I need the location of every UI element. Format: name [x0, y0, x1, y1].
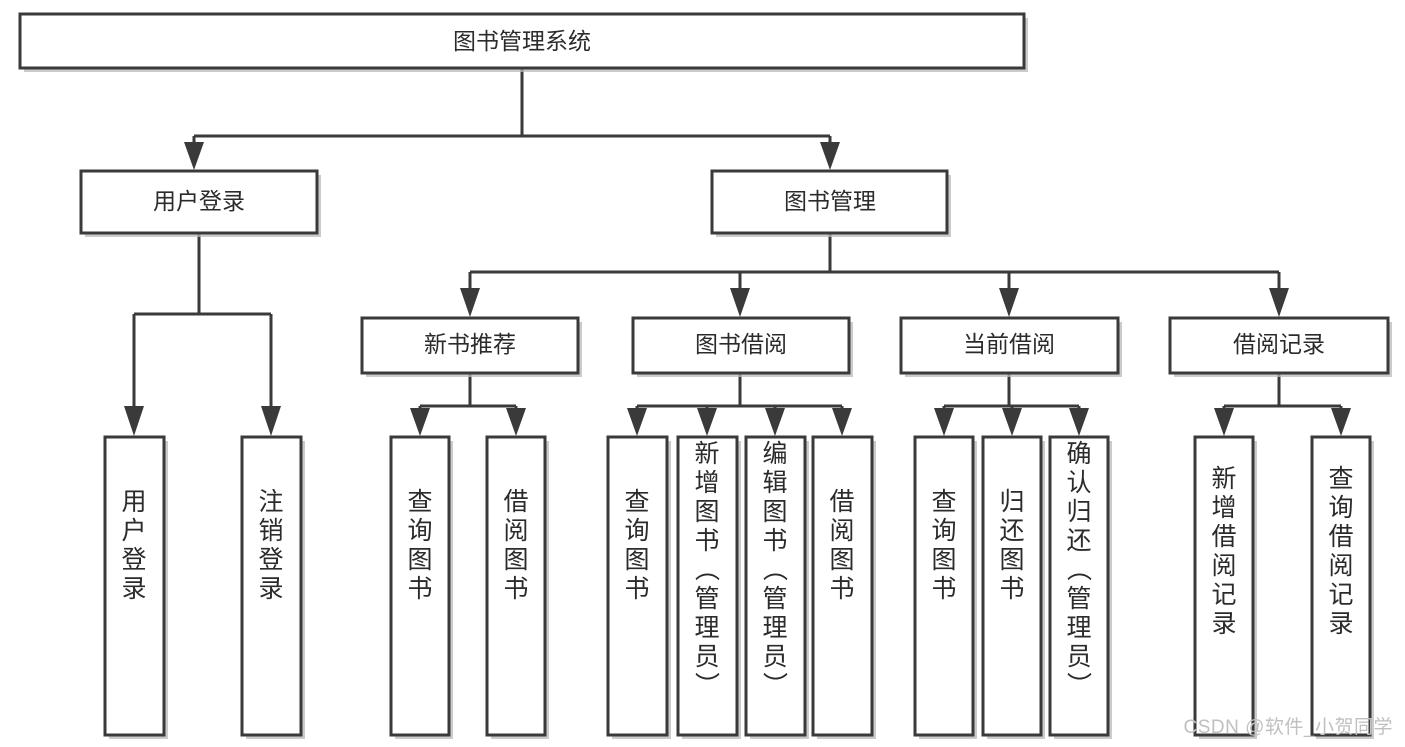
- node-leaf-logout[interactable]: 注销登录: [240, 435, 305, 739]
- node-user-login-label: 用户登录: [153, 188, 245, 214]
- node-leaf-add-record-rect[interactable]: [1193, 435, 1255, 737]
- node-book-management[interactable]: 图书管理: [710, 169, 951, 237]
- arrow-head-leaf-return-book: [1002, 408, 1022, 436]
- node-leaf-query-book-2[interactable]: 查询图书: [606, 435, 671, 739]
- node-current-borrow-label: 当前借阅: [963, 331, 1055, 357]
- node-new-book-recommend-rect[interactable]: [360, 316, 580, 375]
- connector-layer: [124, 68, 1351, 436]
- node-leaf-confirm-return-label: 确认归还（管理员）: [1066, 440, 1092, 700]
- node-leaf-query-book-3-label: 查询图书: [931, 488, 956, 603]
- node-book-management-rect[interactable]: [710, 169, 949, 235]
- node-leaf-query-book-1[interactable]: 查询图书: [389, 435, 453, 739]
- node-leaf-query-book-2-label: 查询图书: [624, 488, 649, 603]
- node-leaf-query-record-label: 查询借阅记录: [1328, 465, 1353, 638]
- node-leaf-query-record-rect[interactable]: [1310, 435, 1372, 737]
- node-leaf-borrow-book-2[interactable]: 借阅图书: [811, 435, 876, 739]
- arrow-head-book-management: [820, 142, 840, 170]
- arrow-head-current-borrow: [999, 288, 1019, 317]
- node-user-login-rect[interactable]: [79, 169, 319, 235]
- node-leaf-add-book-label: 新增图书（管理员）: [694, 440, 720, 700]
- node-leaf-confirm-return-rect[interactable]: [1048, 435, 1110, 737]
- node-leaf-return-book-label: 归还图书: [999, 488, 1024, 603]
- node-leaf-edit-book[interactable]: 编辑图书（管理员）: [744, 435, 809, 739]
- node-leaf-add-record[interactable]: 新增借阅记录: [1193, 435, 1257, 739]
- arrow-head-borrow-record: [1269, 288, 1289, 317]
- node-leaf-user-login[interactable]: 用户登录: [103, 435, 168, 739]
- node-leaf-user-login-rect[interactable]: [103, 435, 166, 737]
- node-leaf-query-book-2-rect[interactable]: [606, 435, 669, 737]
- node-leaf-confirm-return[interactable]: 确认归还（管理员）: [1048, 435, 1112, 739]
- node-leaf-return-book[interactable]: 归还图书: [981, 435, 1045, 739]
- arrow-head-user-login: [184, 142, 204, 170]
- arrow-head-leaf-add-record: [1214, 408, 1234, 436]
- arrow-head-leaf-query-book-2: [627, 408, 647, 436]
- node-leaf-logout-rect[interactable]: [240, 435, 303, 737]
- leaf-nodes-layer: 用户登录 注销登录 查询图书 借阅图书 查询图书: [103, 435, 1374, 739]
- node-borrow-record-rect[interactable]: [1168, 316, 1390, 375]
- arrow-head-leaf-query-book-1: [410, 408, 430, 436]
- arrow-head-book-borrow: [730, 288, 750, 317]
- node-borrow-record-label: 借阅记录: [1233, 331, 1325, 357]
- arrow-head-leaf-user-login: [124, 406, 144, 436]
- node-book-borrow-rect[interactable]: [631, 316, 851, 375]
- arrow-head-leaf-confirm-return: [1069, 408, 1089, 436]
- arrow-head-leaf-query-book-3: [934, 408, 954, 436]
- node-user-login[interactable]: 用户登录: [79, 169, 321, 237]
- arrow-head-leaf-add-book: [697, 408, 717, 436]
- node-leaf-add-book[interactable]: 新增图书（管理员）: [676, 435, 741, 739]
- node-leaf-query-record[interactable]: 查询借阅记录: [1310, 435, 1374, 739]
- node-current-borrow[interactable]: 当前借阅: [899, 316, 1122, 377]
- node-book-borrow[interactable]: 图书借阅: [631, 316, 853, 377]
- arrow-head-leaf-logout: [261, 406, 281, 436]
- node-leaf-borrow-book-2-label: 借阅图书: [829, 488, 854, 603]
- arrow-head-leaf-borrow-book-1: [506, 408, 526, 436]
- node-leaf-query-book-3[interactable]: 查询图书: [913, 435, 977, 739]
- node-root-label: 图书管理系统: [453, 28, 591, 54]
- arrow-head-new-book-recommend: [460, 288, 480, 317]
- node-leaf-add-record-label: 新增借阅记录: [1211, 465, 1236, 638]
- arrow-head-leaf-edit-book: [765, 408, 785, 436]
- node-leaf-user-login-label: 用户登录: [121, 488, 146, 603]
- node-new-book-recommend-label: 新书推荐: [424, 331, 516, 357]
- node-leaf-add-book-rect[interactable]: [676, 435, 739, 737]
- node-root[interactable]: 图书管理系统: [18, 12, 1028, 72]
- node-root-rect[interactable]: [18, 12, 1026, 70]
- node-book-borrow-label: 图书借阅: [695, 331, 787, 357]
- node-borrow-record[interactable]: 借阅记录: [1168, 316, 1392, 377]
- node-leaf-edit-book-label: 编辑图书（管理员）: [762, 440, 788, 700]
- node-leaf-borrow-book-1-rect[interactable]: [485, 435, 547, 737]
- node-new-book-recommend[interactable]: 新书推荐: [360, 316, 582, 377]
- arrow-head-leaf-borrow-book-2: [832, 408, 852, 436]
- arrow-head-leaf-query-record: [1331, 408, 1351, 436]
- node-leaf-query-book-1-label: 查询图书: [407, 488, 432, 603]
- node-current-borrow-rect[interactable]: [899, 316, 1120, 375]
- node-leaf-borrow-book-1[interactable]: 借阅图书: [485, 435, 549, 739]
- node-leaf-query-book-1-rect[interactable]: [389, 435, 451, 737]
- node-leaf-query-book-3-rect[interactable]: [913, 435, 975, 737]
- node-leaf-borrow-book-2-rect[interactable]: [811, 435, 874, 737]
- node-book-management-label: 图书管理: [784, 188, 876, 214]
- node-leaf-logout-label: 注销登录: [258, 488, 283, 603]
- node-leaf-borrow-book-1-label: 借阅图书: [503, 488, 528, 603]
- node-leaf-return-book-rect[interactable]: [981, 435, 1043, 737]
- node-leaf-edit-book-rect[interactable]: [744, 435, 807, 737]
